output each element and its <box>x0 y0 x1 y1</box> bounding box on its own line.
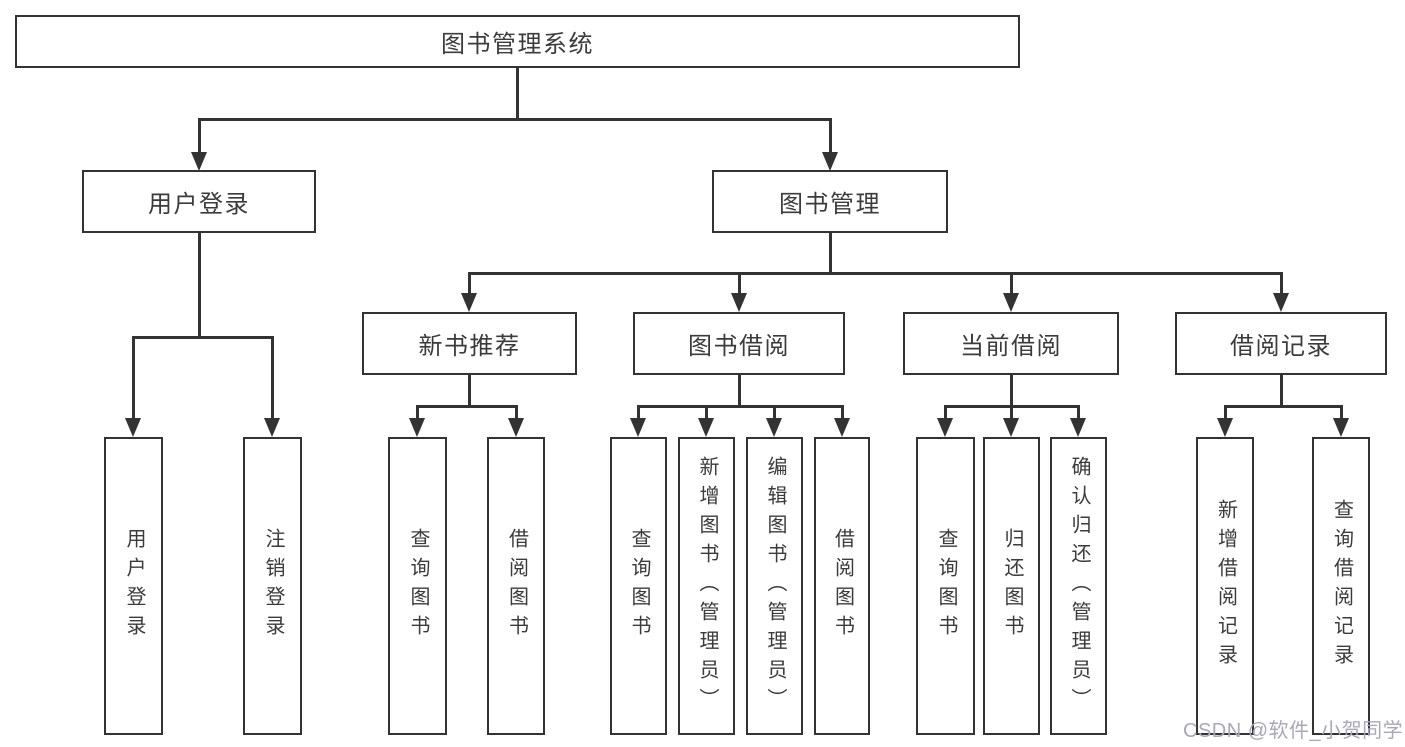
leaf-borrow-books-borrowing: 借阅图书 <box>814 437 870 735</box>
arrow-down-icon <box>630 418 646 437</box>
node-root-label: 图书管理系统 <box>441 31 594 58</box>
edge-group4-shaft-1 <box>1224 405 1227 420</box>
arrow-down-icon <box>264 418 280 437</box>
edge-book-mgmt-shaft-1 <box>468 272 471 295</box>
node-borrowing-records-label: 借阅记录 <box>1230 333 1332 360</box>
leaf-add-book-admin-label: 新增图书（管理员） <box>696 455 718 717</box>
arrow-down-icon <box>1003 418 1019 437</box>
leaf-return-books: 归还图书 <box>983 437 1040 735</box>
leaf-query-books-recommend-label: 查询图书 <box>407 528 429 644</box>
edge-group3-shaft-3 <box>1077 405 1080 420</box>
watermark: CSDN @软件_小贺同学 <box>1183 720 1404 742</box>
node-book-management-label: 图书管理 <box>779 191 881 218</box>
leaf-confirm-return-admin-label: 确认归还（管理员） <box>1068 455 1090 717</box>
edge-user-login-shaft-1 <box>132 336 135 420</box>
edge-group1-stem <box>468 375 471 407</box>
edge-root-junction <box>199 118 831 121</box>
node-root: 图书管理系统 <box>15 15 1020 68</box>
edge-group2-junction <box>637 405 844 408</box>
leaf-query-books-current: 查询图书 <box>916 437 975 735</box>
node-book-borrowing: 图书借阅 <box>633 312 845 375</box>
leaf-query-books-recommend: 查询图书 <box>388 437 447 735</box>
edge-group3-shaft-2 <box>1010 405 1013 420</box>
arrow-down-icon <box>1333 418 1349 437</box>
arrow-down-icon <box>1273 293 1289 312</box>
edge-root-stem <box>516 67 519 118</box>
leaf-edit-book-admin: 编辑图书（管理员） <box>746 437 803 735</box>
edge-user-login-junction <box>132 336 274 339</box>
leaf-add-book-admin: 新增图书（管理员） <box>678 437 735 735</box>
edge-group2-shaft-3 <box>773 405 776 420</box>
arrow-down-icon <box>731 293 747 312</box>
edge-group4-stem <box>1280 375 1283 407</box>
edge-root-right-shaft <box>829 118 832 154</box>
node-new-book-recommendation-label: 新书推荐 <box>418 333 521 360</box>
arrow-down-icon <box>834 418 850 437</box>
edge-root-left-shaft <box>198 118 201 154</box>
leaf-user-login: 用户登录 <box>104 437 163 735</box>
edge-group3-shaft-1 <box>944 405 947 420</box>
edge-group1-shaft-1 <box>416 405 419 420</box>
arrow-down-icon <box>698 418 714 437</box>
arrow-down-icon <box>1217 418 1233 437</box>
leaf-logout: 注销登录 <box>243 437 302 735</box>
arrow-down-icon <box>822 152 838 171</box>
leaf-borrow-books-borrowing-label: 借阅图书 <box>831 528 854 644</box>
leaf-user-login-label: 用户登录 <box>123 528 145 644</box>
edge-group4-shaft-2 <box>1340 405 1343 420</box>
edge-user-login-shaft-2 <box>271 336 274 420</box>
leaf-add-borrow-record-label: 新增借阅记录 <box>1214 499 1237 673</box>
arrow-down-icon <box>1070 418 1086 437</box>
edge-group2-shaft-1 <box>637 405 640 420</box>
edge-book-mgmt-junction <box>469 272 1283 275</box>
edge-group2-shaft-4 <box>841 405 844 420</box>
leaf-return-books-label: 归还图书 <box>1001 528 1023 644</box>
leaf-query-borrow-record: 查询借阅记录 <box>1312 437 1370 735</box>
leaf-borrow-books-recommend-label: 借阅图书 <box>505 528 528 644</box>
edge-group2-stem <box>738 375 741 407</box>
arrow-down-icon <box>191 152 207 171</box>
edge-book-mgmt-shaft-4 <box>1280 272 1283 295</box>
node-book-management: 图书管理 <box>712 170 948 233</box>
edge-book-mgmt-shaft-3 <box>1010 272 1013 295</box>
edge-book-mgmt-shaft-2 <box>738 272 741 295</box>
edge-user-login-stem <box>198 233 201 336</box>
arrow-down-icon <box>125 418 141 437</box>
leaf-query-books-borrowing: 查询图书 <box>610 437 667 735</box>
node-user-login-label: 用户登录 <box>148 191 250 218</box>
arrow-down-icon <box>508 418 524 437</box>
arrow-down-icon <box>766 418 782 437</box>
leaf-confirm-return-admin: 确认归还（管理员） <box>1050 437 1107 735</box>
leaf-query-borrow-record-label: 查询借阅记录 <box>1330 499 1353 673</box>
leaf-edit-book-admin-label: 编辑图书（管理员） <box>764 455 786 717</box>
arrow-down-icon <box>461 293 477 312</box>
node-current-borrowing: 当前借阅 <box>903 312 1119 375</box>
leaf-borrow-books-recommend: 借阅图书 <box>487 437 545 735</box>
edge-book-mgmt-stem <box>829 233 832 275</box>
node-book-borrowing-label: 图书借阅 <box>688 333 790 360</box>
node-new-book-recommendation: 新书推荐 <box>362 312 577 375</box>
edge-group1-junction <box>416 405 518 408</box>
leaf-add-borrow-record: 新增借阅记录 <box>1196 437 1254 735</box>
node-borrowing-records: 借阅记录 <box>1175 312 1387 375</box>
arrow-down-icon <box>409 418 425 437</box>
arrow-down-icon <box>1003 293 1019 312</box>
node-user-login: 用户登录 <box>82 170 316 233</box>
leaf-logout-label: 注销登录 <box>262 528 284 644</box>
arrow-down-icon <box>937 418 953 437</box>
edge-group2-shaft-2 <box>705 405 708 420</box>
edge-group1-shaft-2 <box>515 405 518 420</box>
leaf-query-books-current-label: 查询图书 <box>935 528 957 644</box>
leaf-query-books-borrowing-label: 查询图书 <box>628 528 650 644</box>
edge-group4-junction <box>1224 405 1342 408</box>
node-current-borrowing-label: 当前借阅 <box>960 333 1062 360</box>
edge-group3-stem <box>1010 375 1013 407</box>
